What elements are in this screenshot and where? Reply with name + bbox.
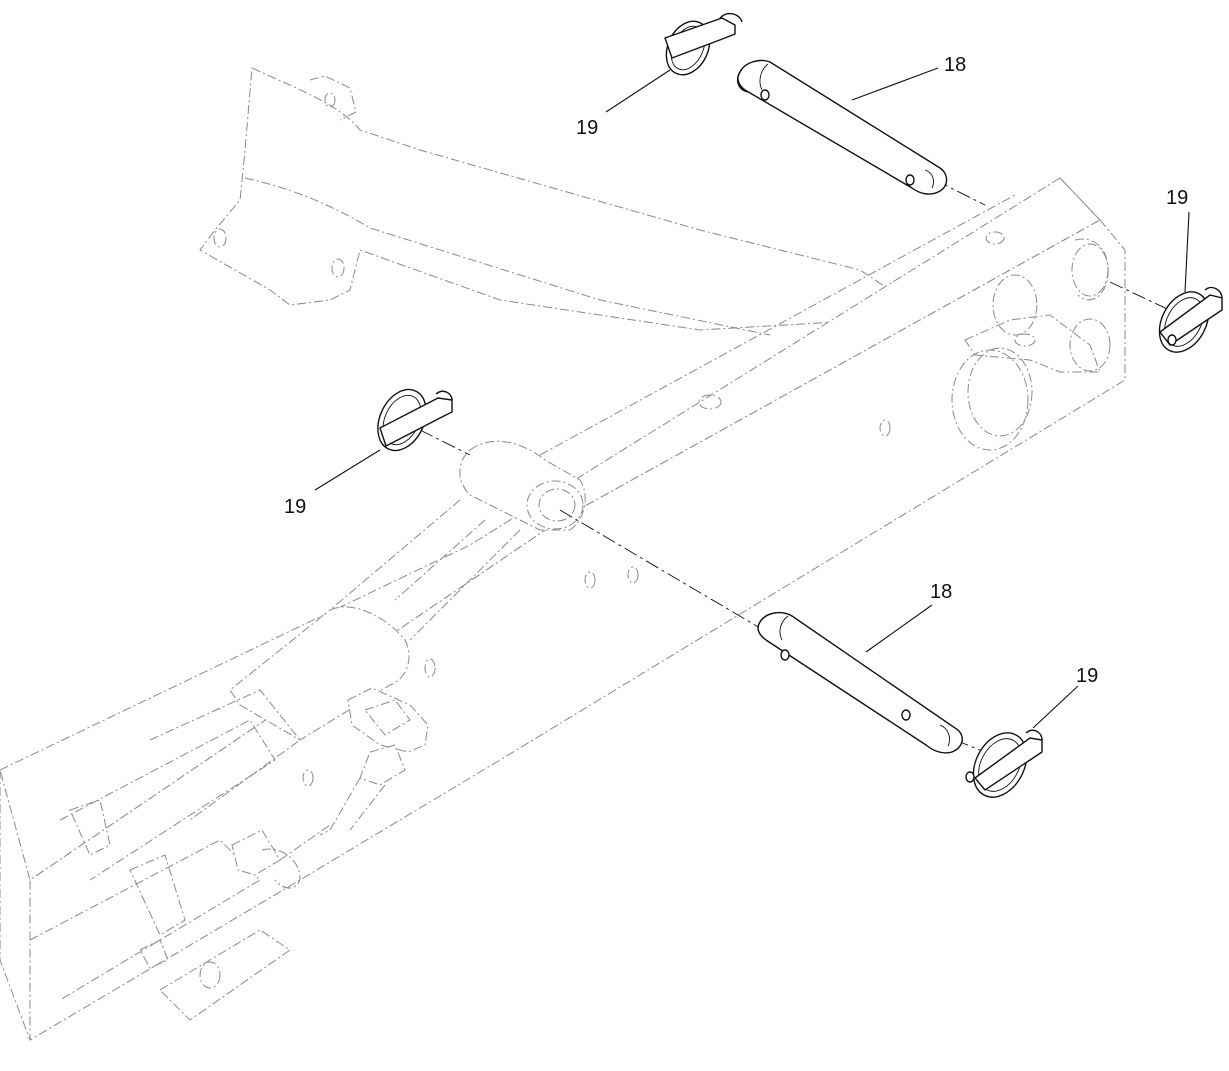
lynch-pin-middle-left: [377, 388, 453, 452]
lynch-pin-right: [1158, 286, 1223, 353]
callout-18-top: 18: [944, 54, 966, 76]
cylinder-phantom: [29, 440, 586, 1021]
clevis-pin-top: [736, 59, 948, 195]
lynch-pin-top: [664, 12, 743, 76]
callout-18-bottom: 18: [930, 581, 952, 603]
callout-19-middle-left: 19: [284, 496, 306, 518]
clevis-pin-bottom: [757, 611, 963, 754]
callout-19-right: 19: [1166, 187, 1188, 209]
hydraulic-fittings-phantom: [231, 687, 429, 889]
callout-19-bottom-right: 19: [1076, 665, 1098, 687]
callout-leaders: [314, 67, 1190, 729]
upper-frame-phantom: [199, 67, 891, 336]
callout-19-top-left: 19: [576, 117, 598, 139]
lynch-pin-bottom-right: [965, 729, 1043, 798]
